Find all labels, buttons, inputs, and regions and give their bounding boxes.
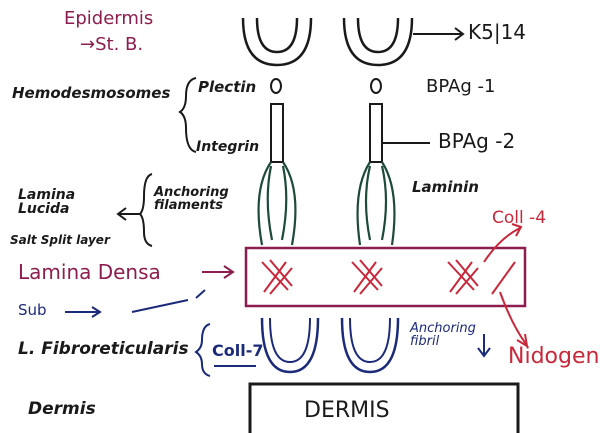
dermis-side-label: Dermis — [28, 401, 96, 418]
salt-split-label: Salt Split layer — [10, 234, 110, 246]
keratin-u-right-inner — [358, 18, 398, 52]
integrin-right — [370, 104, 382, 162]
keratin-u-left — [243, 18, 311, 65]
integrin-left — [271, 104, 283, 162]
laminin-label: Laminin — [412, 180, 479, 195]
hemidesmosomes-label: Hemodesmosomes — [12, 86, 170, 101]
coll7-label: Coll-7 — [212, 343, 263, 359]
bpag2-label: BPAg -2 — [438, 131, 515, 151]
plectin-right — [371, 79, 381, 93]
plectin-label: Plectin — [198, 80, 256, 95]
k5-14-label: K5|14 — [468, 22, 526, 42]
fibroreticularis-label: L. Fibroreticularis — [18, 341, 189, 358]
anchoring-fibril-label: Anchoring fibril — [410, 322, 490, 348]
coll4-crosses — [262, 260, 515, 294]
sub-label: Sub — [18, 303, 47, 318]
nidogen-label: Nidogen — [508, 346, 599, 368]
bpag1-label: BPAg -1 — [426, 78, 495, 96]
filaments-right — [358, 162, 395, 245]
coll4-arrow — [484, 228, 520, 262]
anchoring-filaments-label: Anchoring filaments — [154, 186, 274, 212]
dermis-box-label: DERMIS — [304, 400, 390, 422]
lucida-bracket — [140, 174, 152, 246]
plectin-left — [271, 79, 281, 93]
hemidesmosome-bracket — [180, 78, 196, 152]
coll7-bracket — [196, 324, 210, 376]
lamina-densa-label: Lamina Densa — [18, 262, 161, 282]
keratin-u-left-inner — [257, 18, 297, 52]
coll4-label: Coll -4 — [492, 210, 546, 227]
lamina-lucida-label: Lamina Lucida — [18, 188, 110, 216]
lamina-densa-box — [246, 248, 525, 306]
keratin-u-right — [344, 18, 412, 65]
epidermis-label: Epidermis — [64, 10, 153, 28]
stratum-basale-label: →St. B. — [80, 36, 143, 54]
nidogen-arrow — [500, 292, 526, 344]
integrin-label: Integrin — [196, 140, 259, 154]
